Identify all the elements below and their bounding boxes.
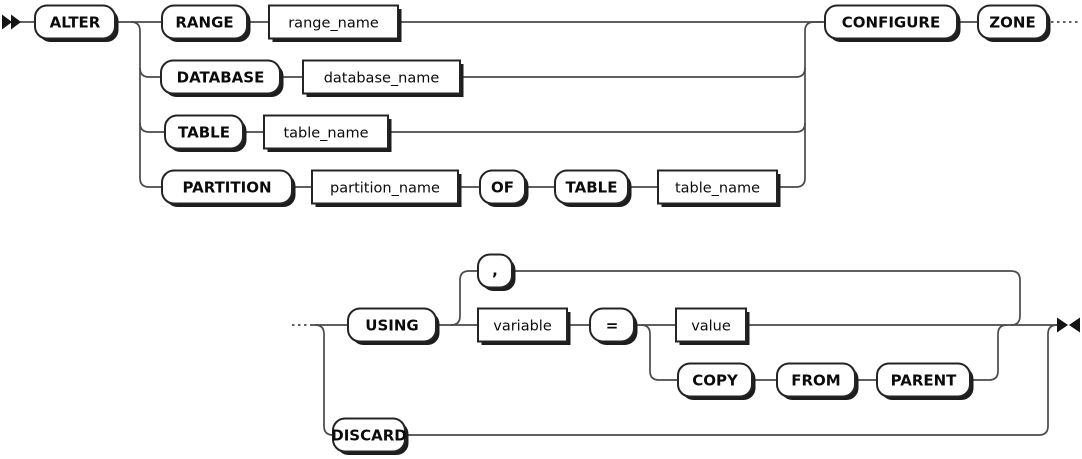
conn-copy-branch <box>640 324 678 381</box>
conn-discard-return <box>405 324 1058 436</box>
keyword-equals: = <box>589 307 638 345</box>
keyword-discard: DISCARD <box>331 417 409 455</box>
conn-merge-vertical <box>804 21 822 178</box>
variable-table-name: table_name <box>263 114 392 152</box>
conn-loop-left <box>450 270 478 326</box>
conn-branch-row3 <box>139 122 165 133</box>
keyword-parent: PARENT <box>876 362 974 400</box>
keyword-table-2: TABLE <box>554 169 632 207</box>
variable-range-name-label: range_name <box>288 16 379 32</box>
keyword-database: DATABASE <box>160 59 284 97</box>
variable-database-name: database_name <box>302 59 464 97</box>
conn-discard-branch <box>314 324 334 436</box>
keyword-configure: CONFIGURE <box>824 4 961 42</box>
variable-variable: variable <box>477 307 571 345</box>
conn-row4-merge <box>777 177 806 188</box>
keyword-discard-label: DISCARD <box>331 427 406 445</box>
keyword-range: RANGE <box>161 4 251 42</box>
variable-range-name: range_name <box>268 4 402 42</box>
variable-table-name-2: table_name <box>657 169 781 207</box>
conn-branch-row2 <box>139 67 161 78</box>
keyword-of-label: OF <box>491 179 514 197</box>
keyword-partition: PARTITION <box>161 169 296 207</box>
conn-row2-merge <box>460 67 806 78</box>
keyword-zone: ZONE <box>977 4 1051 42</box>
keyword-configure-label: CONFIGURE <box>842 14 940 32</box>
keyword-alter: ALTER <box>34 4 119 42</box>
keyword-equals-label: = <box>606 317 619 335</box>
keyword-using: USING <box>347 307 440 345</box>
keyword-from-label: FROM <box>791 372 840 390</box>
keyword-table-label: TABLE <box>178 124 230 142</box>
variable-partition-name: partition_name <box>311 169 462 207</box>
variable-variable-label: variable <box>493 319 552 335</box>
keyword-table: TABLE <box>164 114 247 152</box>
conn-loop-top-right <box>512 270 1021 326</box>
keyword-zone-label: ZONE <box>989 14 1035 32</box>
keyword-comma-label: , <box>492 262 498 280</box>
start-arrow-icon <box>2 14 21 30</box>
keyword-copy: COPY <box>677 362 756 400</box>
conn-branch-vertical <box>130 21 162 188</box>
keyword-copy-label: COPY <box>692 372 739 390</box>
variable-table-name-2-label: table_name <box>675 181 760 197</box>
keyword-of: OF <box>479 169 529 207</box>
keyword-alter-label: ALTER <box>50 14 101 32</box>
variable-database-name-label: database_name <box>324 71 440 87</box>
conn-parent-merge <box>970 324 1008 381</box>
variable-value: value <box>675 307 750 345</box>
variable-table-name-label: table_name <box>283 126 368 142</box>
keyword-parent-label: PARENT <box>891 372 958 390</box>
keyword-range-label: RANGE <box>175 14 233 32</box>
variable-partition-name-label: partition_name <box>330 181 440 197</box>
keyword-table-2-label: TABLE <box>566 179 618 197</box>
conn-row3-merge <box>388 122 806 133</box>
end-arrow-icon <box>1057 317 1080 333</box>
variable-value-label: value <box>691 319 731 335</box>
keyword-database-label: DATABASE <box>177 69 265 87</box>
keyword-using-label: USING <box>365 317 418 335</box>
keyword-from: FROM <box>776 362 859 400</box>
keyword-comma: , <box>477 253 516 291</box>
keyword-partition-label: PARTITION <box>182 179 271 197</box>
